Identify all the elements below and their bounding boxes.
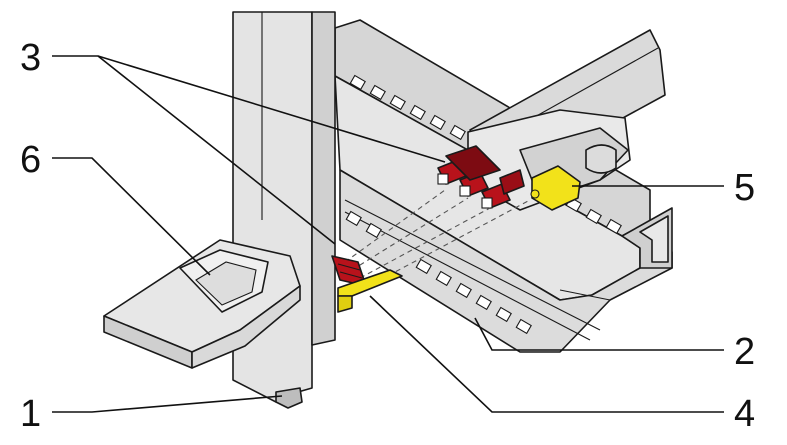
rail-slot bbox=[349, 74, 366, 91]
rail-slot bbox=[495, 306, 512, 323]
rail-slot bbox=[475, 294, 492, 311]
callout-2: 2 bbox=[734, 331, 755, 373]
leader-1 bbox=[52, 395, 283, 413]
rail-ridge bbox=[559, 289, 611, 301]
rail-slot bbox=[345, 210, 362, 227]
leader-2 bbox=[474, 317, 724, 351]
red-contact bbox=[499, 169, 525, 195]
rail-slot bbox=[449, 124, 466, 141]
contact-divider bbox=[339, 271, 363, 279]
alignment-line bbox=[379, 199, 531, 281]
release-latch bbox=[103, 239, 301, 369]
rail-ridge bbox=[344, 211, 591, 341]
contact-divider bbox=[337, 263, 361, 271]
terminal-module bbox=[437, 109, 631, 211]
housing-side bbox=[311, 11, 336, 346]
leader-3b bbox=[97, 55, 446, 163]
rail-slot bbox=[605, 218, 622, 235]
rail-slot bbox=[455, 282, 472, 299]
rail-ridge bbox=[344, 199, 601, 331]
red-contacts-upper bbox=[437, 145, 525, 209]
leader-6 bbox=[52, 157, 211, 276]
red-contact-top bbox=[445, 145, 501, 181]
callout-3: 3 bbox=[20, 37, 41, 79]
rail-slot bbox=[435, 270, 452, 287]
alignment-lines bbox=[344, 189, 531, 281]
rail-slot bbox=[369, 84, 386, 101]
callout-4: 4 bbox=[734, 393, 755, 435]
marker-hole bbox=[530, 189, 540, 199]
module-boss bbox=[585, 144, 617, 174]
leader-4 bbox=[369, 295, 724, 413]
leader-lines bbox=[52, 55, 724, 413]
rail-slot bbox=[585, 208, 602, 225]
contact-window bbox=[437, 173, 449, 185]
alignment-line bbox=[359, 207, 491, 279]
callout-6: 6 bbox=[20, 139, 41, 181]
yellow-marker-right bbox=[531, 165, 581, 211]
rail-slots-lower bbox=[345, 196, 622, 335]
rail-slot bbox=[429, 114, 446, 131]
housing-foot bbox=[275, 387, 303, 409]
yellow-marker-left-end bbox=[337, 295, 353, 313]
yellow-marker-left bbox=[337, 269, 403, 297]
rail-slot bbox=[389, 94, 406, 111]
rail-slot bbox=[515, 318, 532, 335]
callout-labels: 3 6 1 5 2 4 bbox=[20, 37, 755, 435]
callout-1: 1 bbox=[20, 393, 41, 435]
callout-5: 5 bbox=[734, 167, 755, 209]
alignment-line bbox=[344, 189, 446, 263]
latch-side bbox=[191, 285, 301, 369]
contact-window bbox=[481, 197, 493, 209]
rail-slot bbox=[415, 258, 432, 275]
rail-slots-upper bbox=[349, 74, 466, 141]
contact-window bbox=[459, 185, 471, 197]
rail-slot bbox=[409, 104, 426, 121]
alignment-line bbox=[351, 197, 469, 271]
rail-slot bbox=[365, 222, 382, 239]
latch-pad-inner bbox=[195, 261, 257, 306]
rail-end-notch bbox=[639, 215, 669, 263]
